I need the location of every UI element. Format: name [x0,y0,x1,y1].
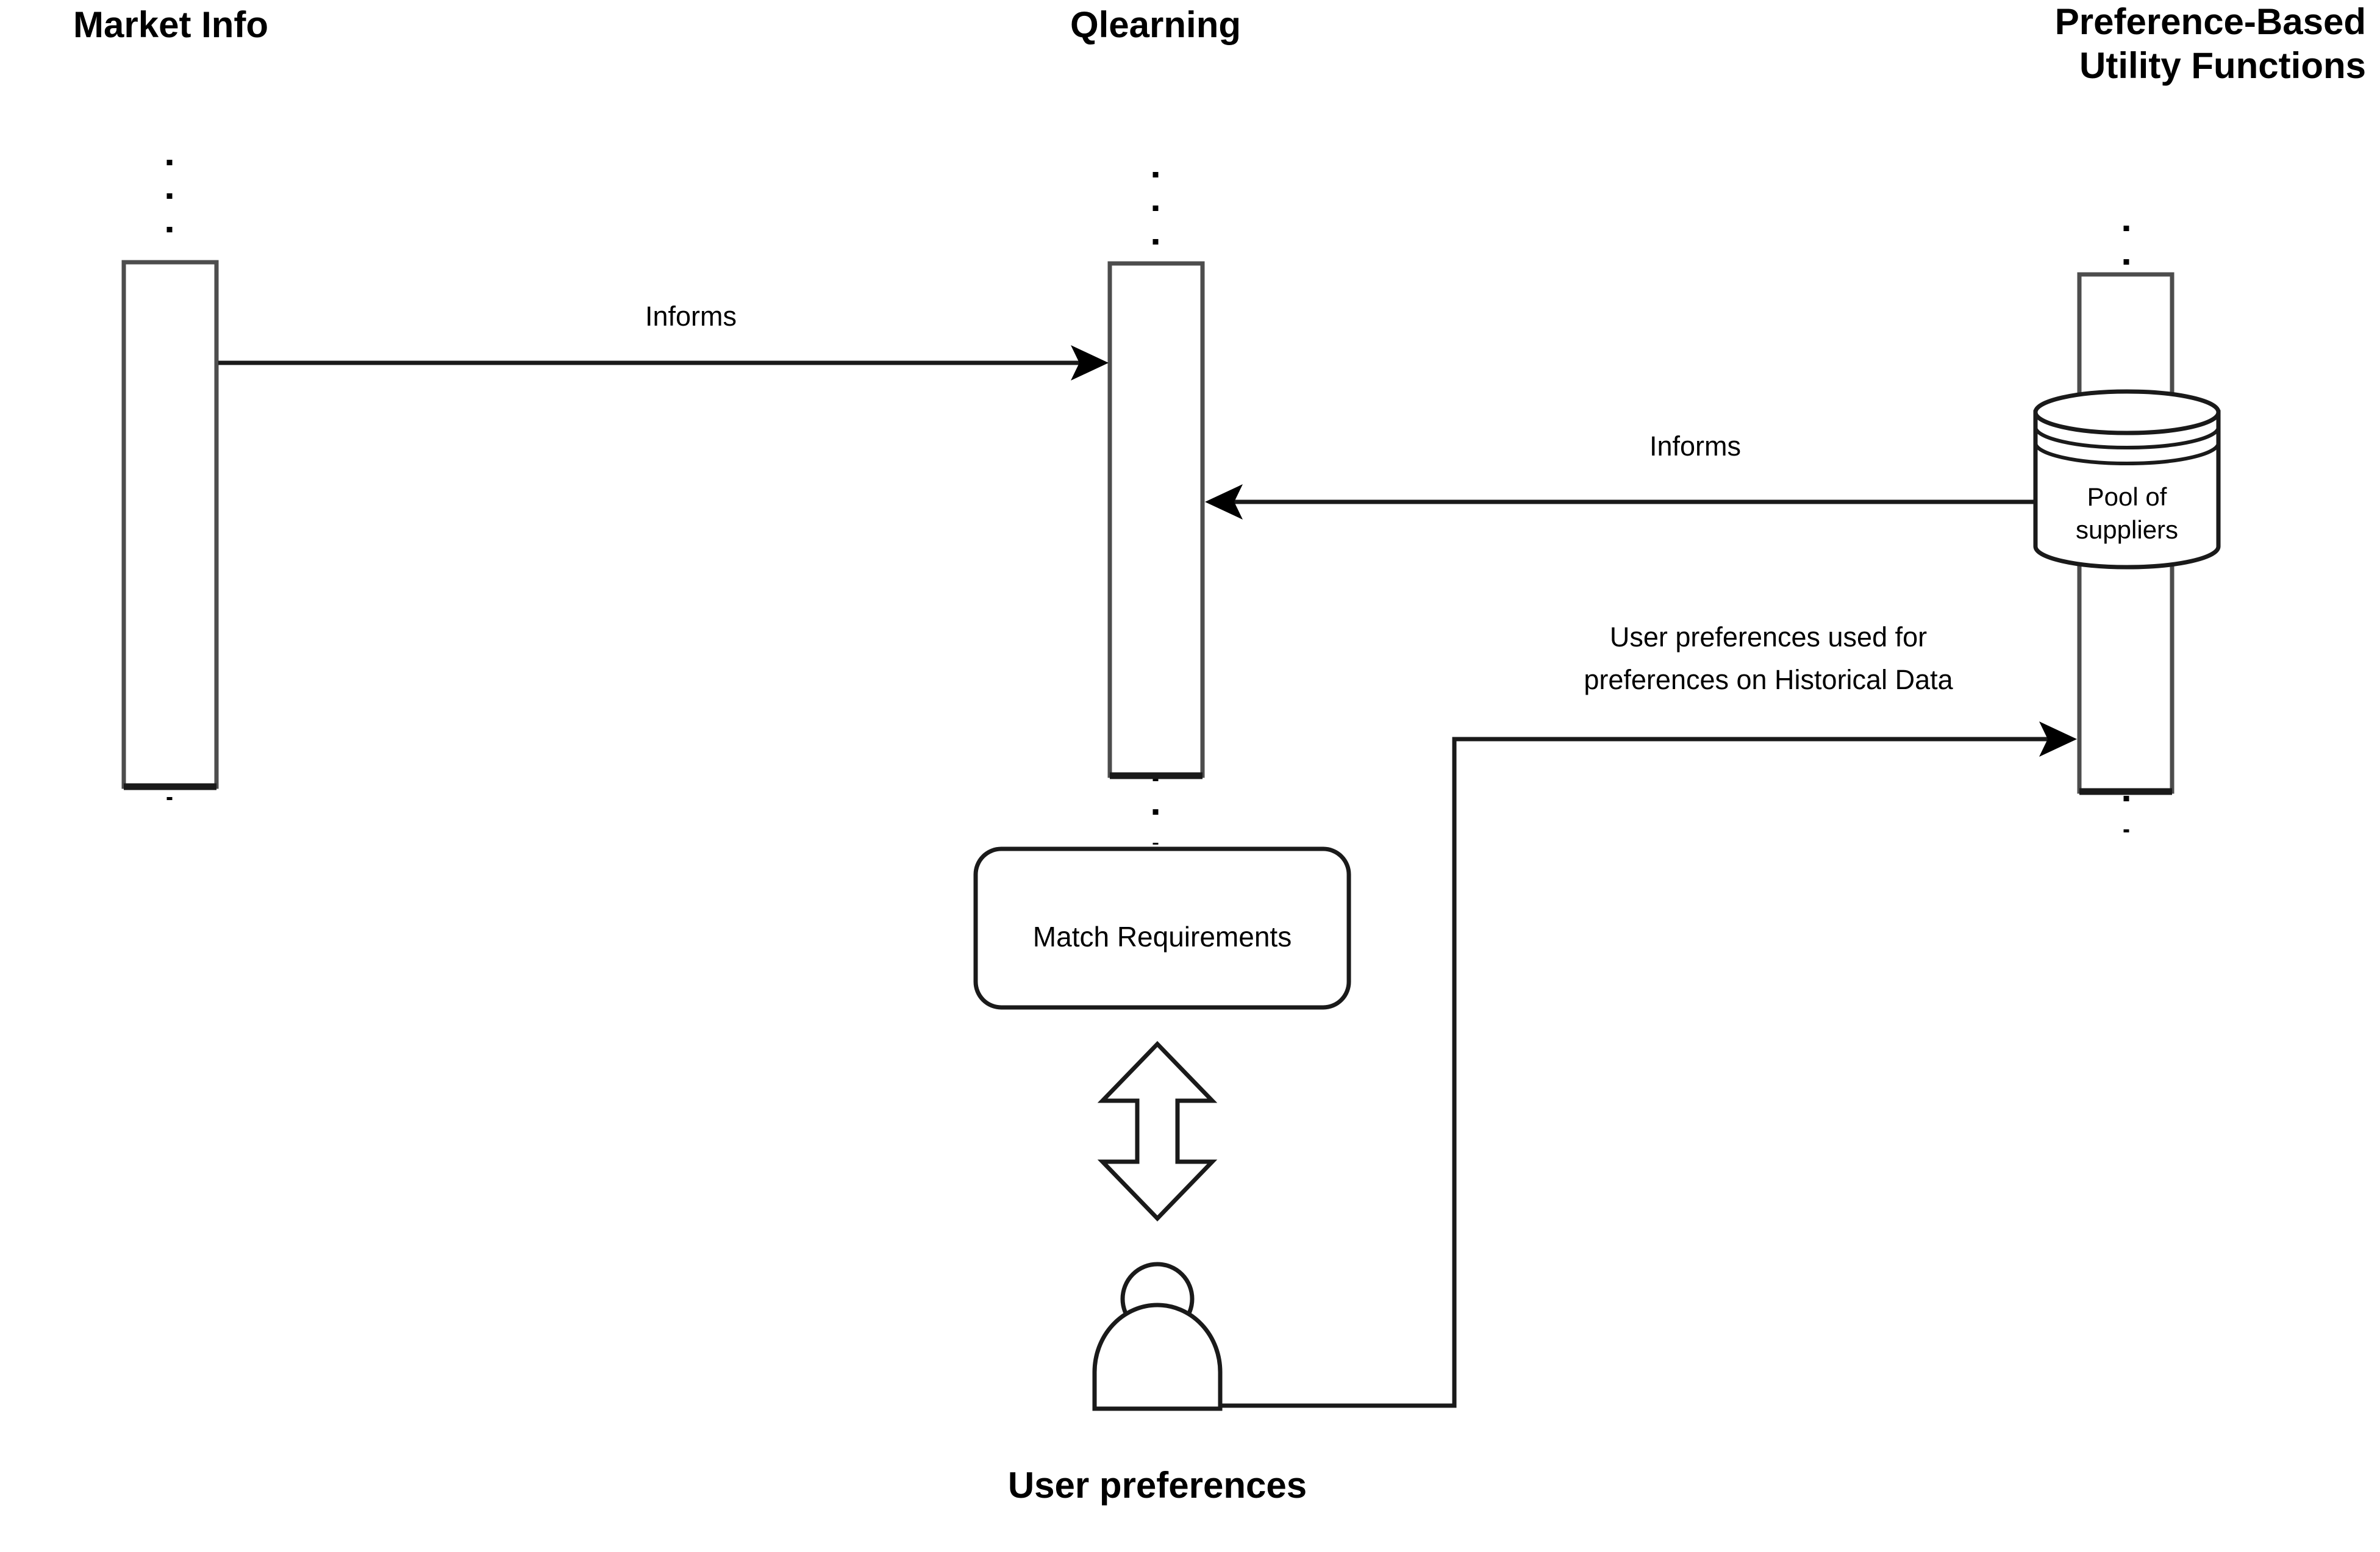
database-ring-2-icon [2034,442,2220,465]
lifeline-header-utility-line1: Preference-Based [2055,1,2366,42]
message-label-user-pref-line1: User preferences used for [1610,621,1927,653]
match-requirements-node[interactable]: Match Requirements [973,846,1351,1010]
lifeline-qlearning: Qlearning [1070,4,1241,845]
database-label-line2: suppliers [2076,515,2178,544]
database-ring-1-icon [2034,426,2220,449]
match-requirements-label: Match Requirements [1033,921,1292,953]
bidirectional-block-arrow-icon [1097,1040,1218,1222]
double-arrow-shape [1097,1040,1218,1222]
lifeline-market-info: Market Info [73,4,268,800]
lifeline-header-market-info: Market Info [73,4,268,45]
arrowhead-right-icon-2 [2039,721,2077,757]
database-label-line1: Pool of [2087,482,2167,511]
actor-caption: User preferences [1008,1465,1307,1506]
pool-of-suppliers-database[interactable]: Pool of suppliers [2033,389,2221,570]
lifeline-header-utility-line2: Utility Functions [2079,45,2366,86]
match-requirements-box [973,846,1351,1010]
actor-body-icon [1092,1303,1223,1411]
message-label-informs-1: Informs [645,301,737,332]
message-label-user-pref-line2: preferences on Historical Data [1584,664,1953,695]
message-elbow-path [1220,737,2066,1408]
message-user-preferences-to-utility[interactable]: User preferences used for preferences on… [1220,621,2077,1408]
arrowhead-left-icon [1205,484,1243,520]
message-market-informs-qlearning[interactable]: Informs [218,301,1109,381]
message-label-informs-2: Informs [1649,431,1741,462]
database-cylinder-body [2033,410,2221,570]
message-utility-informs-qlearning[interactable]: Informs [1205,431,2078,520]
user-actor-icon[interactable]: User preferences [1008,1262,1307,1506]
database-top-ellipse [2033,389,2221,435]
activation-box-market-info[interactable] [121,260,219,789]
arrowhead-right-icon [1071,345,1109,381]
activation-box-qlearning[interactable] [1107,261,1205,778]
lifeline-header-qlearning: Qlearning [1070,4,1241,45]
